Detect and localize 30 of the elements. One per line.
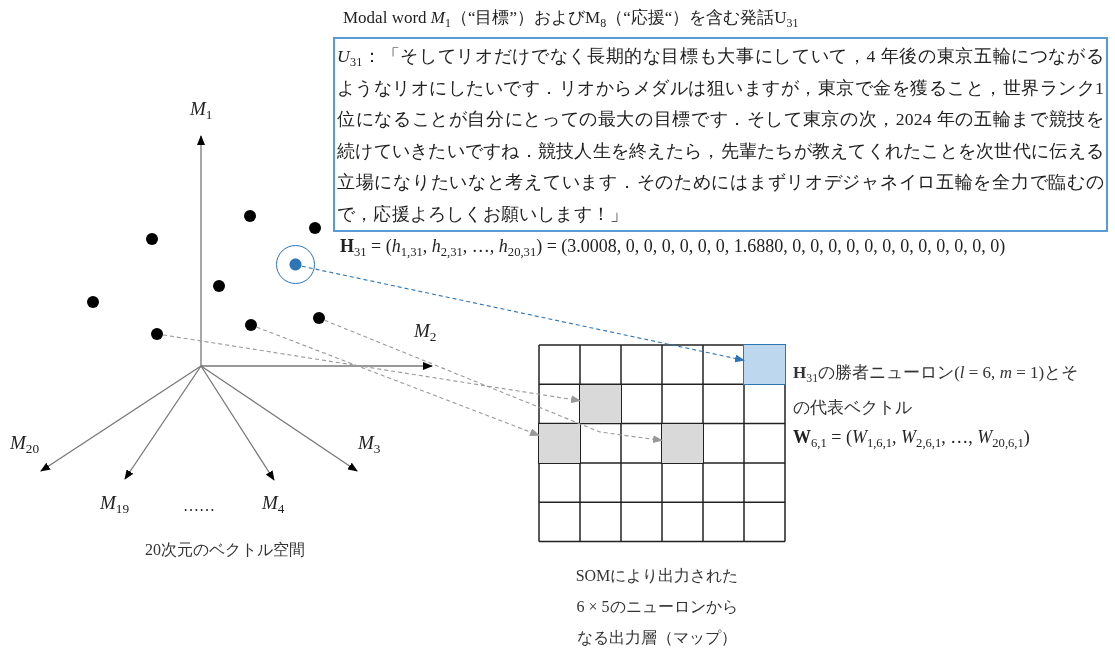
data-point	[309, 222, 321, 234]
axis-label: M$_{3}$	[358, 432, 381, 454]
caption: 20次元のベクトル空間	[145, 540, 305, 560]
axis-label: M$_{19}$	[100, 492, 130, 514]
winner-cell	[743, 344, 786, 386]
axis-label: M$_{4}$	[262, 492, 285, 514]
data-point	[87, 296, 99, 308]
axis-label: M$_{2}$	[414, 320, 437, 342]
vector-formula: H$_{31}$ = (h$_{1,31}$, h$_{2,31}$, …, h$_{20,31}$) = (3.0008, 0, 0, 0, 0, 0, 0, 1.6880, 0, 0, 0, 0, 0, 0, 0, 0, 0, 0, 0, 0)	[340, 236, 1006, 257]
data-point	[313, 312, 325, 324]
data-point	[151, 328, 163, 340]
winner-neuron-note: H$_{31}$の勝者ニューロン(l = 6, m = 1)とその代表ベクトル	[793, 362, 1080, 419]
axis-label: M$_{1}$	[190, 98, 213, 120]
winner-cell	[661, 422, 704, 464]
dashed-arrow	[162, 334, 581, 404]
highlighted-data-point	[276, 245, 315, 284]
data-point	[213, 280, 225, 292]
ellipsis: ……	[183, 497, 215, 515]
winner-cell	[579, 383, 622, 425]
data-point	[244, 210, 256, 222]
winner-cell	[538, 422, 581, 464]
data-point	[146, 233, 158, 245]
vector-formula: W$_{6,1}$ = (W$_{1,6,1}$, W$_{2,6,1}$, …, W$_{20,6,1}$)	[793, 427, 1030, 448]
caption: SOMにより出力された6 × 5のニューロンからなる出力層（マップ）	[574, 566, 740, 648]
data-point	[245, 319, 257, 331]
dashed-arrow	[301, 265, 745, 363]
dashed-arrow	[256, 326, 540, 436]
axis-label: M$_{20}$	[10, 432, 40, 454]
dashed-arrow	[324, 319, 663, 444]
heading: Modal word M$_{1}$（“目標”）およびM$_{8}$（“応援“）を含む発話U$_{31}$	[343, 7, 799, 29]
